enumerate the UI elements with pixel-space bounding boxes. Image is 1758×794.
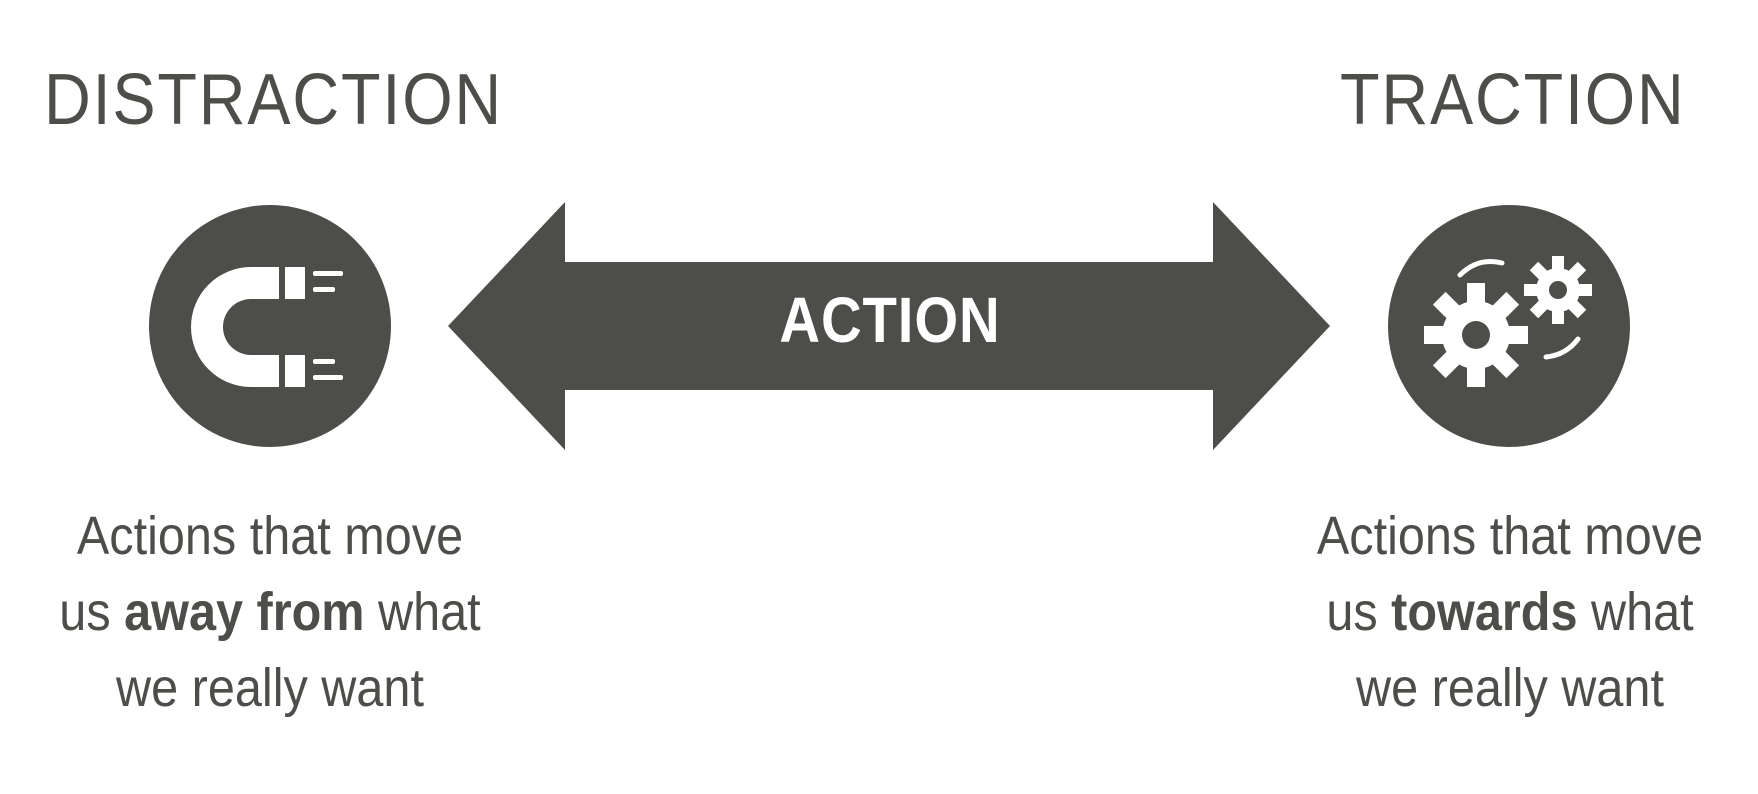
action-label: ACTION [779, 284, 1001, 356]
traction-line-3: we really want [1356, 658, 1664, 718]
traction-line-2-pre: us [1326, 582, 1392, 642]
distraction-line-2-post: what [364, 582, 481, 642]
action-arrow [448, 202, 1330, 450]
traction-description: Actions that move us towards what we rea… [1267, 498, 1753, 726]
traction-emphasis: towards [1391, 582, 1578, 642]
magnet-icon [191, 267, 343, 387]
distraction-description: Actions that move us away from what we r… [27, 498, 513, 726]
distraction-circle [149, 205, 391, 447]
gears-icon [1424, 256, 1592, 387]
distraction-title: DISTRACTION [44, 60, 504, 140]
traction-circle [1388, 205, 1630, 447]
distraction-line-2: us away from what [27, 574, 513, 650]
distraction-emphasis: away from [124, 582, 365, 642]
traction-line-2-post: what [1577, 582, 1694, 642]
distraction-line-2-pre: us [59, 582, 125, 642]
distraction-line-1: Actions that move [76, 506, 464, 566]
traction-line-2: us towards what [1267, 574, 1753, 650]
distraction-line-3: we really want [116, 658, 424, 718]
traction-title: TRACTION [1340, 60, 1686, 140]
traction-line-1: Actions that move [1316, 506, 1704, 566]
